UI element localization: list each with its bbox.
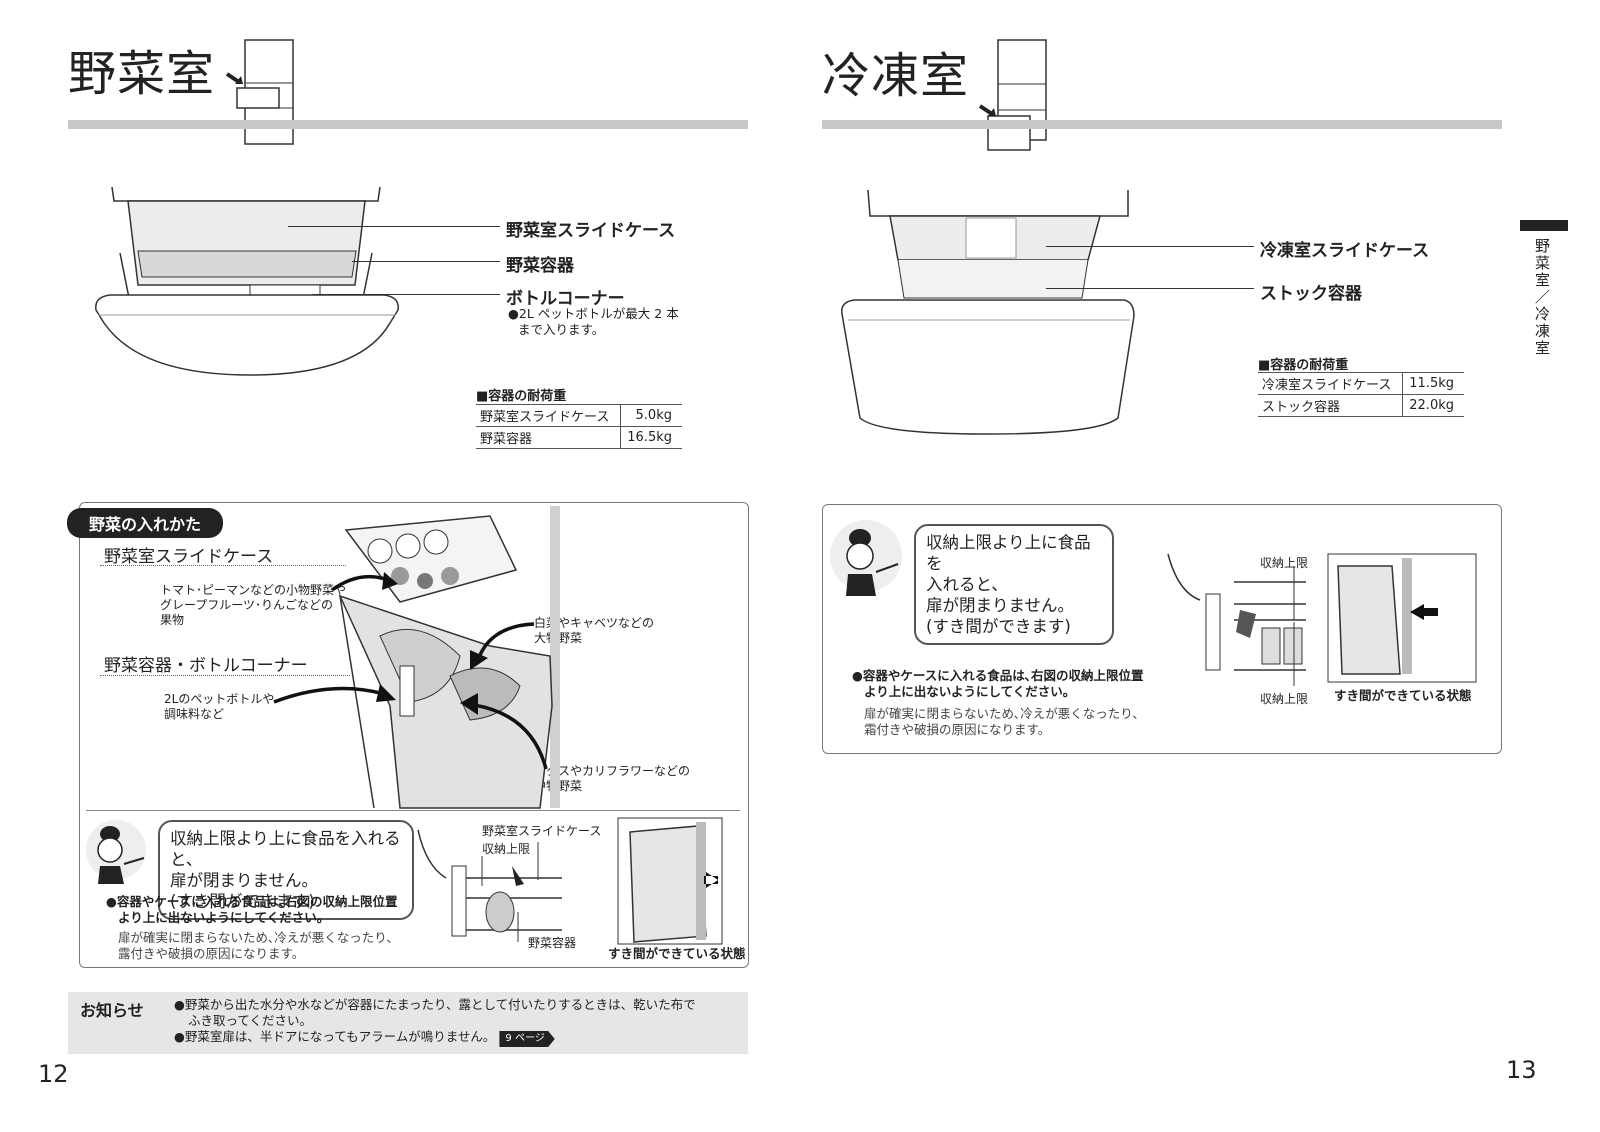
leader-line xyxy=(1046,246,1254,247)
warning-bullet: ●容器やケースに入れる食品は､右図の収納上限位置 より上に出ないようにしてくださ… xyxy=(106,894,398,925)
freezer-drawer-illustration xyxy=(841,189,1135,435)
warning-detail: 扉が確実に閉まらないため､冷えが悪くなったり､ 露付きや破損の原因になります。 xyxy=(118,930,394,961)
load-table-caption: ■容器の耐荷重 xyxy=(476,389,567,404)
section-container-title: 野菜容器・ボトルコーナー xyxy=(104,656,308,676)
leader-line xyxy=(352,261,500,262)
gap-door-illustration xyxy=(1327,553,1477,683)
vegetable-drawer-illustration xyxy=(95,186,399,376)
diag-limit-bottom-label: 収納上限 xyxy=(1260,692,1309,706)
warning-bullet: ●容器やケースに入れる食品は､右図の収納上限位置 より上に出ないようにしてくださ… xyxy=(852,668,1144,699)
woman-avatar xyxy=(86,820,146,884)
left-title-bar xyxy=(68,120,748,129)
gap-caption: すき間ができている状態 xyxy=(608,946,746,961)
warning-bubble: 収納上限より上に食品を 入れると、 扉が閉まりません。 (すき間ができます) xyxy=(914,524,1114,645)
page-reference-link[interactable]: 9 ページ xyxy=(499,1031,555,1047)
fridge-icon xyxy=(978,39,1047,151)
diag-slide-case-label: 野菜室スライドケース xyxy=(482,824,602,838)
leader-line xyxy=(312,294,500,295)
arrow-icon xyxy=(330,572,398,592)
gap-caption: すき間ができている状態 xyxy=(1334,688,1472,703)
diag-limit-label: 収納上限 xyxy=(482,842,531,856)
label-vegetable-slide-case: 野菜室スライドケース xyxy=(506,221,676,241)
notice-heading: お知らせ xyxy=(80,1001,144,1020)
large-veg-note: 白菜やキャベツなどの 大物野菜 xyxy=(534,616,655,645)
label-freezer-slide-case: 冷凍室スライドケース xyxy=(1260,241,1430,261)
dotted-divider xyxy=(100,675,350,676)
woman-avatar xyxy=(830,520,902,596)
notice-box xyxy=(68,992,748,1054)
leader-line xyxy=(1046,288,1254,289)
fridge-icon xyxy=(225,39,294,145)
storage-limit-diagram xyxy=(1167,553,1306,686)
leader-line xyxy=(288,226,500,227)
right-title-bar xyxy=(822,120,1502,129)
page-number-left: 12 xyxy=(38,1060,69,1088)
dotted-divider xyxy=(100,565,346,566)
small-veg-note: トマト･ピーマンなどの小物野菜や グレープフルーツ･りんごなどの 果物 xyxy=(160,583,347,627)
gap-door-illustration xyxy=(617,817,723,945)
box-divider xyxy=(86,810,740,811)
label-vegetable-container: 野菜容器 xyxy=(506,256,574,276)
diag-container-label: 野菜容器 xyxy=(528,936,577,950)
how-to-pill: 野菜の入れかた xyxy=(67,508,224,538)
bottle-seasoning-note: 2Lのペットボトルや 調味料など xyxy=(164,692,275,721)
left-page-title: 野菜室 xyxy=(68,46,216,102)
warning-bubble: 収納上限より上に食品を入れると、 扉が閉まりません。 (すき間ができます) xyxy=(158,820,414,920)
page-number-right: 13 xyxy=(1506,1056,1537,1084)
warning-detail: 扉が確実に閉まらないため､冷えが悪くなったり､ 霜付きや破損の原因になります。 xyxy=(864,706,1140,737)
diag-limit-top-label: 収納上限 xyxy=(1260,556,1309,570)
arrow-icon xyxy=(273,684,396,704)
load-table-caption: ■容器の耐荷重 xyxy=(1258,358,1349,373)
notice-text: ●野菜から出た水分や水などが容器にたまったり、露として付いたりするときは、乾いた… xyxy=(174,997,696,1047)
arrow-icon xyxy=(460,693,548,770)
label-bottle-corner: ボトルコーナー xyxy=(506,289,625,309)
section-slide-case-title: 野菜室スライドケース xyxy=(104,547,274,567)
right-page-title: 冷凍室 xyxy=(822,48,970,104)
storage-limit-diagram xyxy=(417,829,562,942)
arrow-icon xyxy=(470,622,535,670)
bottle-note: ●2L ペットボトルが最大 2 本 まで入ります。 xyxy=(508,306,679,337)
side-tab-label: 野菜室／冷凍室 xyxy=(1533,238,1551,357)
side-tab-marker xyxy=(1520,220,1568,231)
label-stock-container: ストック容器 xyxy=(1260,284,1362,304)
